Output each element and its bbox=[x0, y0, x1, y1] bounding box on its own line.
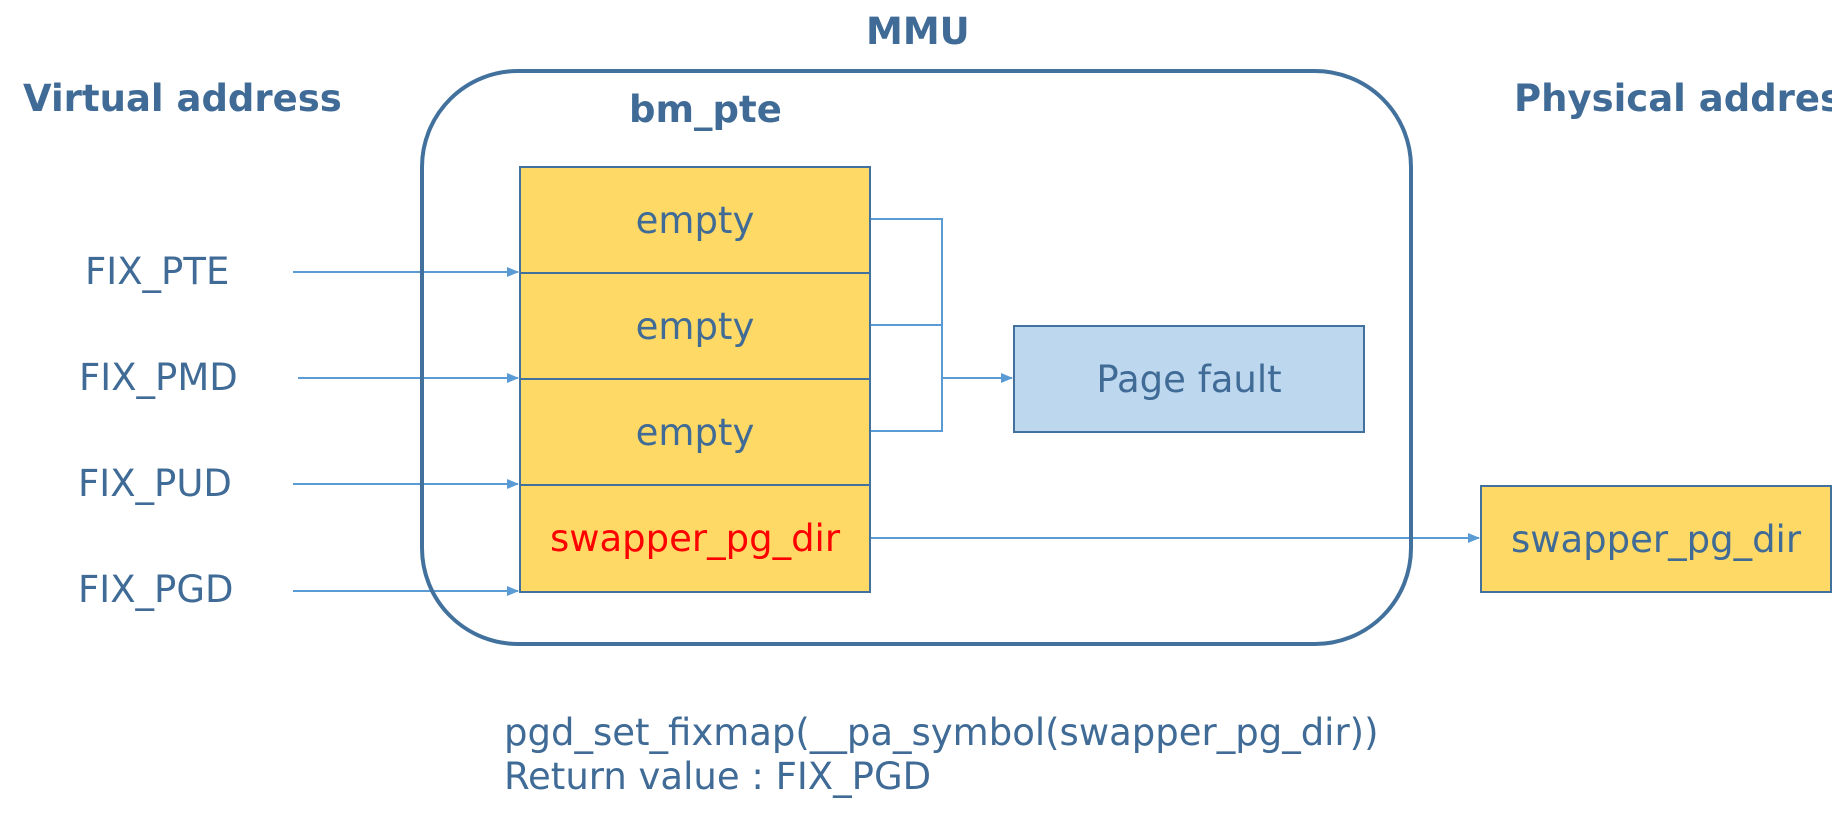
page-fault-box: Page fault bbox=[1013, 325, 1365, 433]
mmu-container bbox=[420, 69, 1413, 646]
virtual-entry-fix-pud: FIX_PUD bbox=[78, 462, 232, 505]
bm-pte-table: empty empty empty swapper_pg_dir bbox=[519, 166, 871, 593]
mmu-title: MMU bbox=[866, 10, 970, 53]
page-fault-label: Page fault bbox=[1096, 357, 1282, 401]
virtual-address-heading: Virtual address bbox=[23, 77, 342, 120]
virtual-entry-fix-pte: FIX_PTE bbox=[85, 250, 230, 293]
virtual-entry-fix-pgd: FIX_PGD bbox=[78, 568, 234, 611]
code-annotation: pgd_set_fixmap(__pa_symbol(swapper_pg_di… bbox=[504, 711, 1379, 799]
pte-row-empty: empty bbox=[521, 168, 869, 274]
pte-row-swapper-pg-dir: swapper_pg_dir bbox=[549, 517, 841, 560]
pte-row-empty: empty bbox=[521, 274, 869, 380]
physical-swapper-pg-dir-box: swapper_pg_dir bbox=[1480, 485, 1832, 593]
virtual-entry-fix-pmd: FIX_PMD bbox=[79, 356, 238, 399]
code-line-call: pgd_set_fixmap(__pa_symbol(swapper_pg_di… bbox=[504, 711, 1379, 754]
physical-swapper-pg-dir-label: swapper_pg_dir bbox=[1510, 517, 1802, 561]
code-line-return: Return value : FIX_PGD bbox=[504, 755, 932, 798]
pte-row-empty: empty bbox=[521, 380, 869, 486]
bm-pte-title: bm_pte bbox=[629, 88, 782, 131]
physical-address-heading: Physical address bbox=[1514, 77, 1832, 120]
